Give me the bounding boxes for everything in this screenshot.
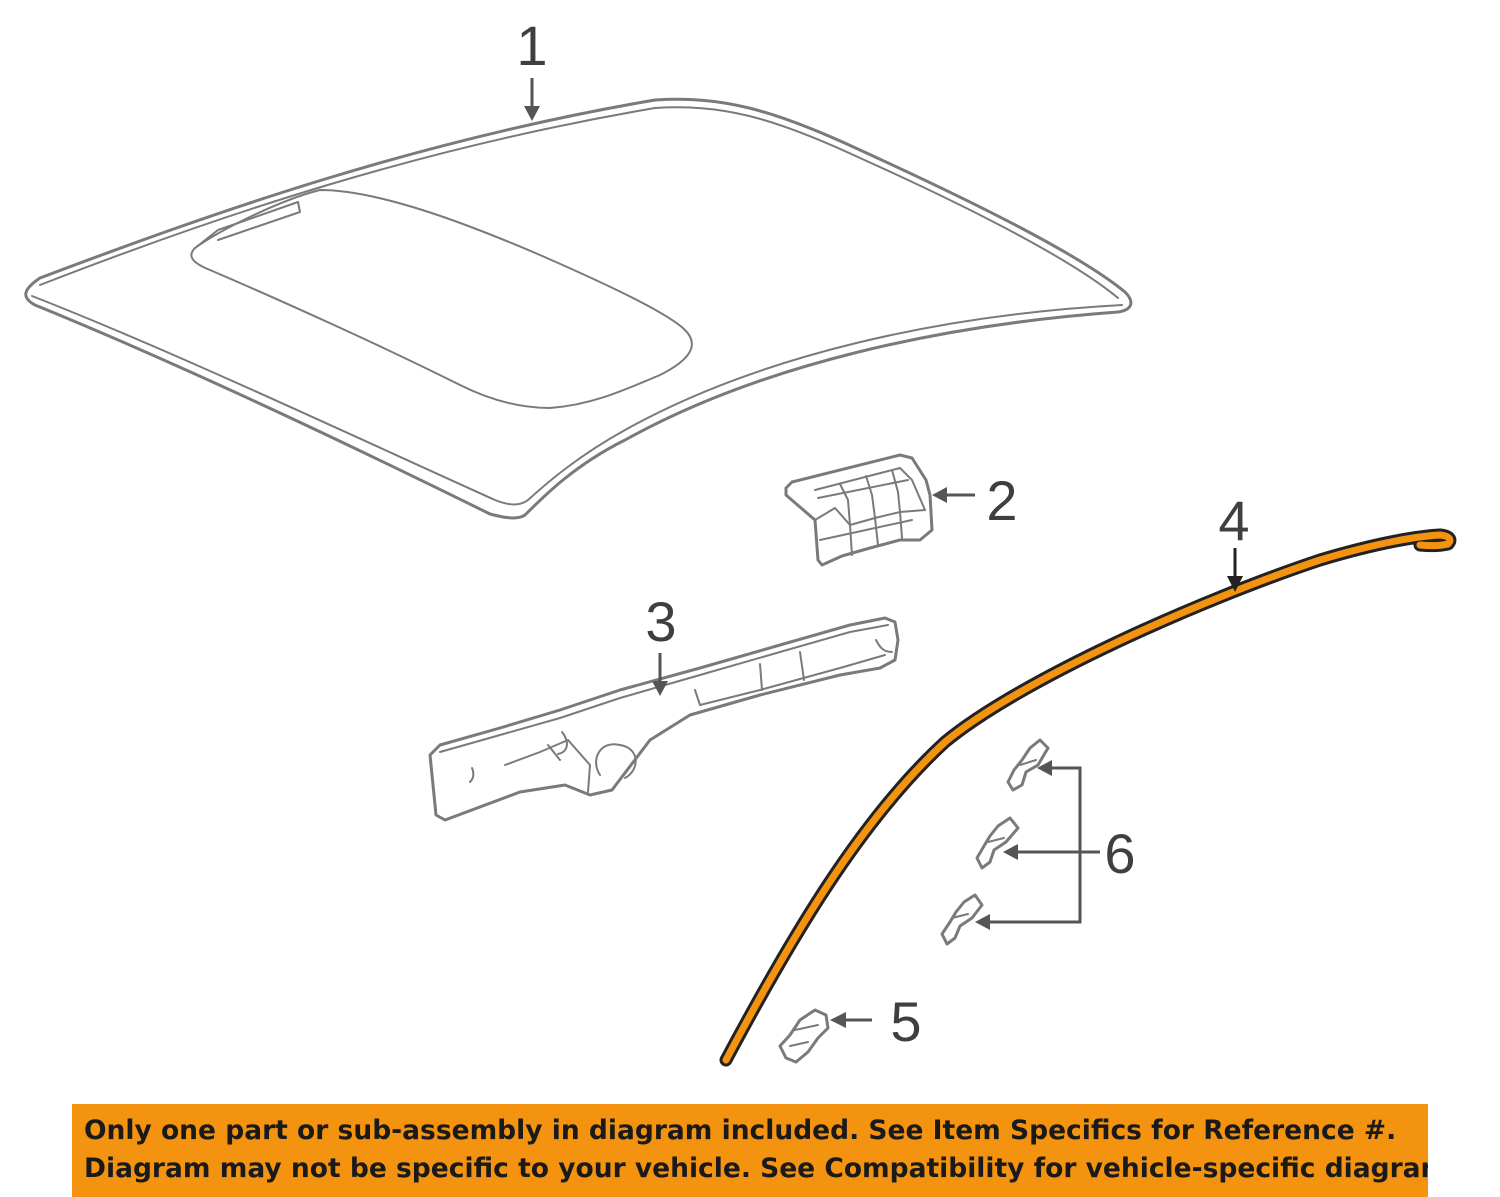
part-1-roof-panel xyxy=(24,97,1133,520)
disclaimer-banner: Only one part or sub-assembly in diagram… xyxy=(72,1104,1428,1197)
callout-2: 2 xyxy=(986,469,1017,532)
part-4-roof-molding xyxy=(719,528,1457,1067)
callout-3: 3 xyxy=(645,590,676,653)
disclaimer-line-1: Only one part or sub-assembly in diagram… xyxy=(84,1115,1397,1146)
disclaimer-line-2: Diagram may not be specific to your vehi… xyxy=(84,1153,1428,1184)
part-2-bracket xyxy=(784,453,934,567)
callout-5: 5 xyxy=(890,990,921,1053)
callout-4: 4 xyxy=(1218,489,1249,552)
callout-1: 1 xyxy=(516,14,547,77)
callout-6: 6 xyxy=(1104,822,1135,885)
part-5-clip xyxy=(778,1008,830,1064)
leader-lines xyxy=(524,78,1243,1028)
part-6-clips xyxy=(940,738,1050,946)
